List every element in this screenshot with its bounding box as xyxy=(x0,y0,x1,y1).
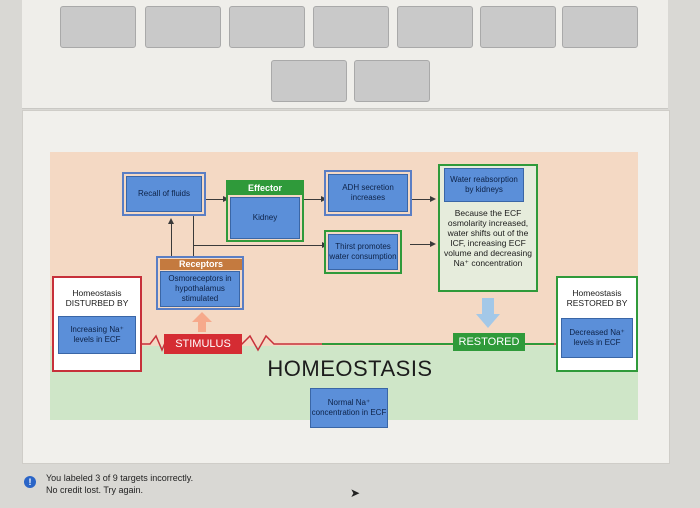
connector xyxy=(303,199,323,200)
label-slot[interactable] xyxy=(271,60,347,102)
connector xyxy=(410,199,432,200)
recall-fluids-label[interactable]: Recall of fluids xyxy=(126,176,202,212)
label-slot[interactable] xyxy=(354,60,430,102)
effector-label[interactable]: Kidney xyxy=(230,197,300,239)
connector xyxy=(205,199,225,200)
receptors-label[interactable]: Osmoreceptors in hypothalamus stimulated xyxy=(160,271,240,307)
feedback-message: You labeled 3 of 9 targets incorrectly. … xyxy=(46,472,193,496)
adh-label[interactable]: ADH secretion increases xyxy=(328,174,408,212)
normal-na-label[interactable]: Normal Na⁺ concentration in ECF xyxy=(310,388,388,428)
label-slot[interactable] xyxy=(60,6,136,48)
adh-frame: ADH secretion increases xyxy=(324,170,412,216)
homeostasis-heading: HOMEOSTASIS xyxy=(267,356,433,381)
arrow-right-icon xyxy=(430,241,436,247)
info-icon: ! xyxy=(24,476,36,488)
water-reabsorption-label[interactable]: Water reabsorption by kidneys xyxy=(444,168,524,202)
connector xyxy=(171,222,172,256)
arrow-up-icon xyxy=(168,218,174,224)
receptors-tag: Receptors xyxy=(160,259,242,270)
recall-fluids-frame: Recall of fluids xyxy=(122,172,206,216)
down-arrow-icon xyxy=(476,298,500,328)
up-arrow-icon xyxy=(190,312,214,332)
label-slot[interactable] xyxy=(480,6,556,48)
thirst-label[interactable]: Thirst promotes water consumption xyxy=(328,234,398,270)
label-slot[interactable] xyxy=(313,6,389,48)
stimulus-tag: STIMULUS xyxy=(164,334,242,354)
feedback-line-2: No credit lost. Try again. xyxy=(46,485,144,495)
label-slot[interactable] xyxy=(145,6,221,48)
connector xyxy=(193,214,194,256)
restored-value[interactable]: Decreased Na⁺ levels in ECF xyxy=(561,318,633,358)
restored-tag: RESTORED xyxy=(453,333,525,351)
label-slot[interactable] xyxy=(562,6,638,48)
connector xyxy=(410,244,432,245)
effector-tag: Effector xyxy=(228,182,302,195)
disturbed-value[interactable]: Increasing Na⁺ levels in ECF xyxy=(58,316,136,354)
label-slot[interactable] xyxy=(229,6,305,48)
thirst-frame: Thirst promotes water consumption xyxy=(324,230,402,274)
feedback-line-1: You labeled 3 of 9 targets incorrectly. xyxy=(46,473,194,483)
explanation-text: Because the ECF osmolarity increased, wa… xyxy=(444,208,532,268)
restored-label: Homeostasis RESTORED BY xyxy=(566,288,628,308)
arrow-right-icon xyxy=(430,196,436,202)
disturbed-label: Homeostasis DISTURBED BY xyxy=(65,288,129,308)
connector xyxy=(193,245,324,246)
label-slot[interactable] xyxy=(397,6,473,48)
cursor-icon: ➤ xyxy=(350,486,361,500)
